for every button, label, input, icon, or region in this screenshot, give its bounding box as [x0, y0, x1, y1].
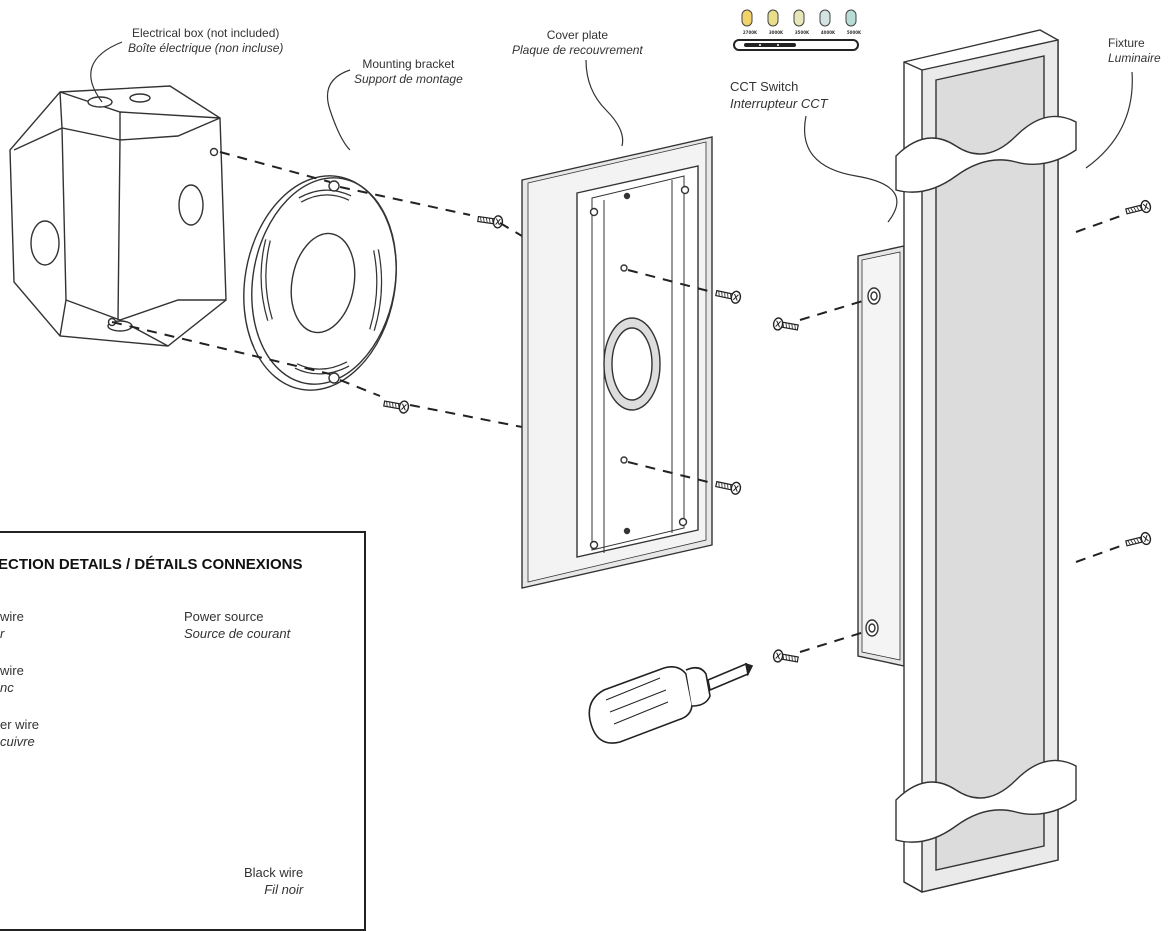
power-source-label-en: Power source	[184, 609, 264, 624]
screw-plate-upper	[714, 286, 743, 305]
electrical-box-label: Electrical box (not included) Boîte élec…	[128, 26, 283, 56]
cct-temp-label: 4000K	[820, 30, 836, 35]
cct-swatch	[767, 9, 779, 27]
cct-swatch	[845, 9, 857, 27]
wire-label-2-en: wire	[0, 663, 24, 678]
black-wire-label-en: Black wire	[244, 865, 304, 880]
screw-plate-lower	[714, 477, 743, 496]
mounting-bracket-label-en: Mounting bracket	[362, 57, 455, 71]
fixture-label: Fixture Luminaire	[1108, 36, 1161, 66]
screw-bar-upper	[1124, 198, 1153, 218]
fixture-back-box	[857, 245, 905, 667]
wire-label-1-fr: r	[0, 626, 5, 641]
cct-swatch	[819, 9, 831, 27]
cct-switch-label: CCT Switch Interrupteur CCT	[730, 78, 828, 112]
connection-details-panel	[0, 531, 366, 931]
wire-label-1-en: wire	[0, 609, 24, 624]
cover-plate	[521, 136, 713, 589]
cct-switch-label-en: CCT Switch	[730, 79, 799, 94]
cover-plate-label-fr: Plaque de recouvrement	[512, 43, 643, 57]
cct-temp-label: 5000K	[846, 30, 862, 35]
wire-label-2-fr: nc	[0, 680, 14, 695]
wire-label-2: wire nc	[0, 662, 24, 696]
alignment-lines-fixture	[799, 213, 1127, 653]
wire-label-1: wire r	[0, 608, 24, 642]
cct-swatch	[741, 9, 753, 27]
screwdriver-icon	[588, 662, 754, 744]
fixture-label-fr: Luminaire	[1108, 51, 1161, 65]
screw-fixture-lower	[771, 648, 800, 667]
cct-temp-label: 2700K	[742, 30, 758, 35]
screw-bar-lower	[1124, 530, 1153, 550]
fixture-label-en: Fixture	[1108, 36, 1145, 50]
screw-upper-bracket	[476, 212, 504, 230]
label-leaders	[90, 41, 1133, 223]
wire-label-3-fr: cuivre	[0, 734, 35, 749]
cct-swatches	[741, 9, 857, 27]
mounting-bracket-label: Mounting bracket Support de montage	[354, 57, 463, 87]
power-source-label: Power source Source de courant	[184, 608, 290, 642]
cct-swatch	[793, 9, 805, 27]
mounting-bracket	[243, 175, 397, 391]
cct-temp-label: 3500K	[794, 30, 810, 35]
cct-temp-label: 3000K	[768, 30, 784, 35]
cover-plate-label-en: Cover plate	[546, 28, 609, 42]
wire-label-3: er wire cuivre	[0, 716, 39, 750]
screw-lower-bracket	[382, 396, 411, 415]
black-wire-label-fr: Fil noir	[264, 882, 304, 897]
wire-label-3-en: er wire	[0, 717, 40, 732]
mounting-bracket-label-fr: Support de montage	[354, 72, 463, 86]
cct-switch-label-fr: Interrupteur CCT	[730, 96, 828, 111]
electrical-box-label-fr: Boîte électrique (non incluse)	[128, 41, 284, 55]
electrical-box	[9, 85, 227, 347]
connection-details-title: ECTION DETAILS / DÉTAILS CONNEXIONS	[0, 556, 303, 573]
screw-fixture-upper	[771, 316, 800, 335]
power-source-label-fr: Source de courant	[184, 626, 291, 641]
cct-switch-slider	[733, 39, 859, 51]
alignment-lines-plate	[627, 269, 713, 484]
black-wire-label: Black wire Fil noir	[244, 864, 303, 898]
electrical-box-label-en: Electrical box (not included)	[132, 26, 280, 40]
alignment-lines-left	[111, 151, 523, 428]
cover-plate-label: Cover plate Plaque de recouvrement	[512, 28, 643, 58]
fixture-bar	[895, 29, 1077, 893]
